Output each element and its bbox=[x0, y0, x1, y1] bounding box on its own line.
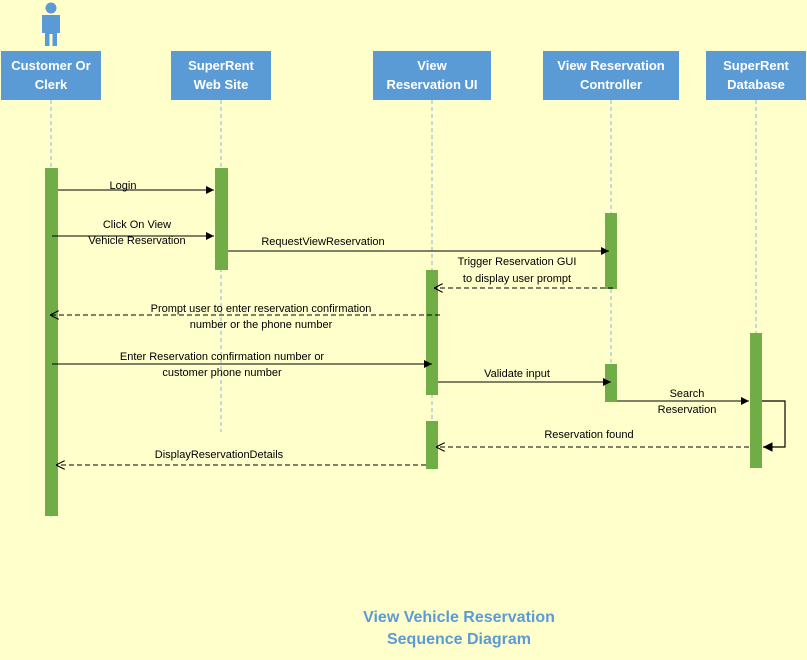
message-10: Reservation found bbox=[436, 429, 749, 447]
lifeline-header-box bbox=[706, 51, 806, 100]
message-3: RequestViewReservation bbox=[228, 236, 609, 255]
message-label: Trigger Reservation GUI bbox=[458, 256, 577, 268]
message-label: number or the phone number bbox=[190, 319, 333, 331]
message-label: Search bbox=[670, 388, 705, 400]
activation-bar-ui bbox=[426, 421, 438, 469]
message-6: Enter Reservation confirmation number or… bbox=[52, 351, 432, 379]
lifeline-header-label: Customer Or bbox=[11, 58, 90, 73]
diagram-title: View Vehicle Reservation bbox=[363, 609, 555, 626]
message-9 bbox=[762, 400, 786, 452]
lifeline-header-box bbox=[543, 51, 679, 100]
activation-bar-ui bbox=[426, 270, 438, 395]
lifeline-header-box bbox=[171, 51, 271, 100]
lifeline-header-label: View Reservation bbox=[557, 58, 664, 73]
activation-bar-customer bbox=[45, 168, 58, 516]
message-label: Prompt user to enter reservation confirm… bbox=[151, 303, 372, 315]
lifeline-header-label: Database bbox=[727, 77, 785, 92]
message-label: Reservation found bbox=[544, 429, 633, 441]
lifeline-header-box bbox=[1, 51, 101, 100]
lifeline-header-customer: Customer Or Clerk bbox=[1, 51, 101, 100]
message-label: Reservation bbox=[658, 404, 717, 416]
lifeline-header-label: Reservation UI bbox=[386, 77, 477, 92]
message-label: Click On View bbox=[103, 219, 171, 231]
activation-bar-controller bbox=[605, 213, 617, 289]
lifeline-header-label: SuperRent bbox=[723, 58, 789, 73]
message-11: DisplayReservationDetails bbox=[56, 449, 426, 465]
message-label: Validate input bbox=[484, 368, 550, 380]
person-icon bbox=[42, 2, 60, 46]
lifeline-header-label: Web Site bbox=[194, 77, 249, 92]
lifeline-header-label: Clerk bbox=[35, 77, 68, 92]
activation-bar-controller bbox=[605, 364, 617, 402]
message-label: DisplayReservationDetails bbox=[155, 449, 284, 461]
activation-bar-database bbox=[750, 333, 762, 468]
message-5: Prompt user to enter reservation confirm… bbox=[50, 303, 440, 331]
activation-bar-website bbox=[215, 168, 228, 270]
lifeline-header-box bbox=[373, 51, 491, 100]
lifeline-header-label: SuperRent bbox=[188, 58, 254, 73]
message-1: Login bbox=[58, 180, 214, 194]
message-label: Enter Reservation confirmation number or bbox=[120, 351, 325, 363]
message-label: Login bbox=[110, 180, 137, 192]
message-4: Trigger Reservation GUI to display user p… bbox=[434, 256, 613, 288]
diagram-subtitle: Sequence Diagram bbox=[387, 631, 531, 648]
message-label: Vehicle Reservation bbox=[88, 235, 185, 247]
message-label: to display user prompt bbox=[463, 273, 571, 285]
message-label: customer phone number bbox=[162, 367, 282, 379]
self-message-arrow bbox=[762, 400, 786, 452]
lifeline-header-label: View bbox=[417, 58, 447, 73]
message-label: RequestViewReservation bbox=[261, 236, 384, 248]
lifeline-header-ui: ViewReservation UI bbox=[373, 51, 491, 100]
lifeline-header-label: Controller bbox=[580, 77, 642, 92]
message-7: Validate input bbox=[438, 368, 611, 386]
